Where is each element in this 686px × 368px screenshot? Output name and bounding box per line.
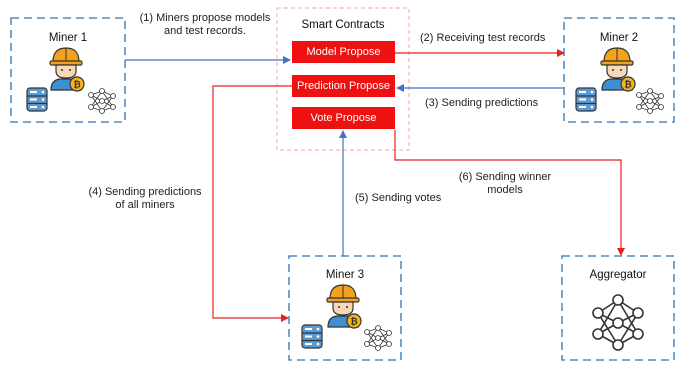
miner1-title: Miner 1 [48, 32, 88, 44]
arrow-prediction-propose-to-miner3 [212, 85, 292, 322]
aggregator-title: Aggregator [589, 269, 647, 281]
edge-label-1-line1: (1) Miners propose models [139, 12, 271, 24]
miner2-title: Miner 2 [599, 32, 639, 44]
miner-icon [600, 47, 636, 92]
smart-contracts-title: Smart Contracts [301, 19, 385, 31]
database-icon [575, 87, 597, 112]
miner3-box [288, 255, 402, 361]
miner3-title: Miner 3 [325, 269, 365, 281]
edge-label-4-line1: (4) Sending predictions [88, 186, 202, 198]
model-propose-button[interactable]: Model Propose [292, 41, 395, 63]
neural-network-icon [592, 294, 644, 351]
prediction-propose-button[interactable]: Prediction Propose [292, 75, 395, 97]
edge-label-4-line2: of all miners [115, 199, 175, 211]
aggregator-box [561, 255, 675, 361]
vote-propose-button[interactable]: Vote Propose [292, 107, 395, 129]
edge-label-1: (1) Miners propose models and test recor… [130, 12, 280, 38]
edge-label-6-line2: models [487, 184, 523, 196]
edge-label-6-line1: (6) Sending winner [458, 171, 552, 183]
miner1-box [10, 17, 126, 123]
neural-network-icon [88, 88, 116, 114]
edge-label-2: (2) Receiving test records [420, 32, 546, 44]
neural-network-icon [364, 325, 392, 351]
arrow-vote-propose-to-aggregator [394, 130, 625, 256]
database-icon [301, 324, 323, 349]
database-icon [26, 87, 48, 112]
miner-icon [326, 284, 362, 329]
edge-label-5: (5) Sending votes [355, 192, 442, 204]
edge-label-4: (4) Sending predictions of all miners [80, 186, 210, 212]
edge-label-1-line2: and test records. [164, 25, 246, 37]
edge-label-3: (3) Sending predictions [425, 97, 539, 109]
neural-network-icon [636, 88, 664, 114]
edge-label-6: (6) Sending winner models [445, 171, 565, 197]
miner-icon [49, 47, 85, 92]
miner2-box [563, 17, 675, 123]
